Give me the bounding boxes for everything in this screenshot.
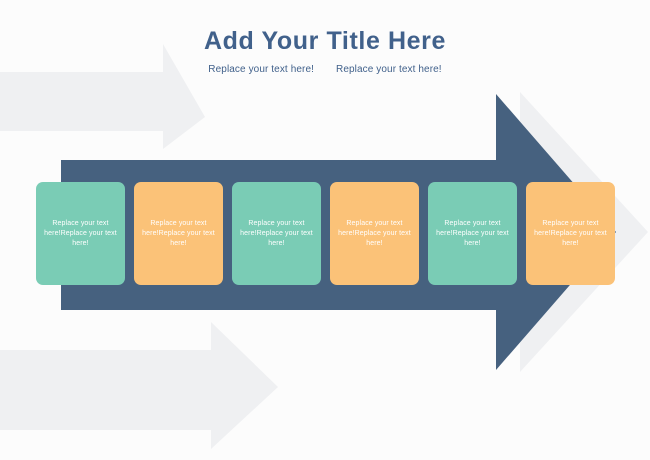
step-card-5[interactable]: Replace your text here!Replace your text… [428,182,517,285]
step-card-1-text: Replace your text here!Replace your text… [44,219,117,247]
title-block: Add Your Title Here Replace your text he… [0,26,650,76]
step-card-6-text: Replace your text here!Replace your text… [534,219,607,247]
step-card-4[interactable]: Replace your text here!Replace your text… [330,182,419,285]
subtitle-row: Replace your text here! Replace your text… [0,63,650,76]
step-card-5-text: Replace your text here!Replace your text… [436,219,509,247]
step-card-3[interactable]: Replace your text here!Replace your text… [232,182,321,285]
subtitle-2: Replace your text here! [336,64,442,75]
step-cards-row: Replace your text here!Replace your text… [36,182,616,285]
bottom-left-gray-arrow [0,322,278,449]
step-card-3-text: Replace your text here!Replace your text… [240,219,313,247]
page-title: Add Your Title Here [203,27,446,55]
step-card-4-text: Replace your text here!Replace your text… [338,219,411,247]
step-card-6[interactable]: Replace your text here!Replace your text… [526,182,615,285]
step-card-1[interactable]: Replace your text here!Replace your text… [36,182,125,285]
top-left-gray-arrow [0,44,205,149]
step-card-2-text: Replace your text here!Replace your text… [142,219,215,247]
subtitle-1: Replace your text here! [208,64,314,75]
step-card-2[interactable]: Replace your text here!Replace your text… [134,182,223,285]
